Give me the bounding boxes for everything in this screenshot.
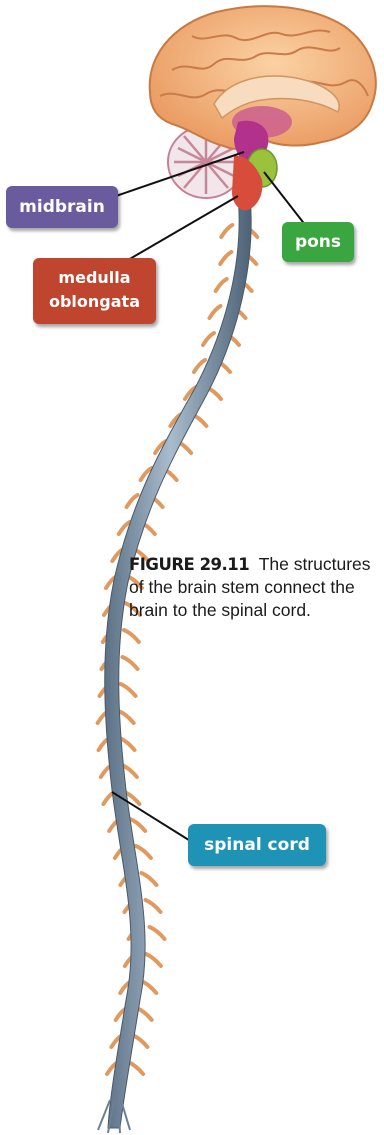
spinal-nerve-root — [130, 819, 145, 831]
spinal-nerves — [98, 225, 258, 1074]
spinal-nerve-root — [146, 900, 161, 912]
spinal-nerve-root — [137, 1008, 152, 1020]
spinal-nerve-root — [220, 252, 231, 264]
spinal-nerve-root — [128, 1062, 143, 1074]
medulla-oblongata-label: medulla oblongata — [33, 258, 156, 324]
spinal-nerve-root — [127, 495, 138, 507]
pons-label: pons — [282, 222, 354, 262]
spinal-nerve-root — [216, 279, 227, 291]
spinal-cord-label: spinal cord — [188, 824, 326, 866]
midbrain-label: midbrain — [6, 186, 118, 228]
spinal-nerve-root — [132, 1035, 147, 1047]
spinal-nerve-root — [124, 630, 139, 642]
figure-number: FIGURE 29.11 — [129, 555, 249, 574]
spinal-nerve-root — [119, 711, 134, 723]
spinal-nerve-root — [150, 927, 165, 939]
figure-caption: FIGURE 29.11 The structures of the brain… — [129, 553, 381, 622]
spinal-nerve-root — [203, 333, 214, 345]
spinal-nerve-root — [209, 306, 220, 318]
medulla-leader-line — [128, 196, 238, 260]
medulla-label-line2: oblongata — [33, 290, 156, 314]
spinal-nerve-root — [123, 657, 138, 669]
spinal-nerve-root — [141, 873, 156, 885]
spinal-nerve-root — [136, 846, 151, 858]
medulla-label-line1: medulla — [33, 266, 156, 290]
pons-leader-line — [264, 172, 306, 226]
spinal-nerve-root — [141, 981, 156, 993]
spinal-nerve-root — [146, 954, 161, 966]
spinal-nerve-root — [121, 684, 136, 696]
spinal-nerve-root — [221, 225, 232, 237]
